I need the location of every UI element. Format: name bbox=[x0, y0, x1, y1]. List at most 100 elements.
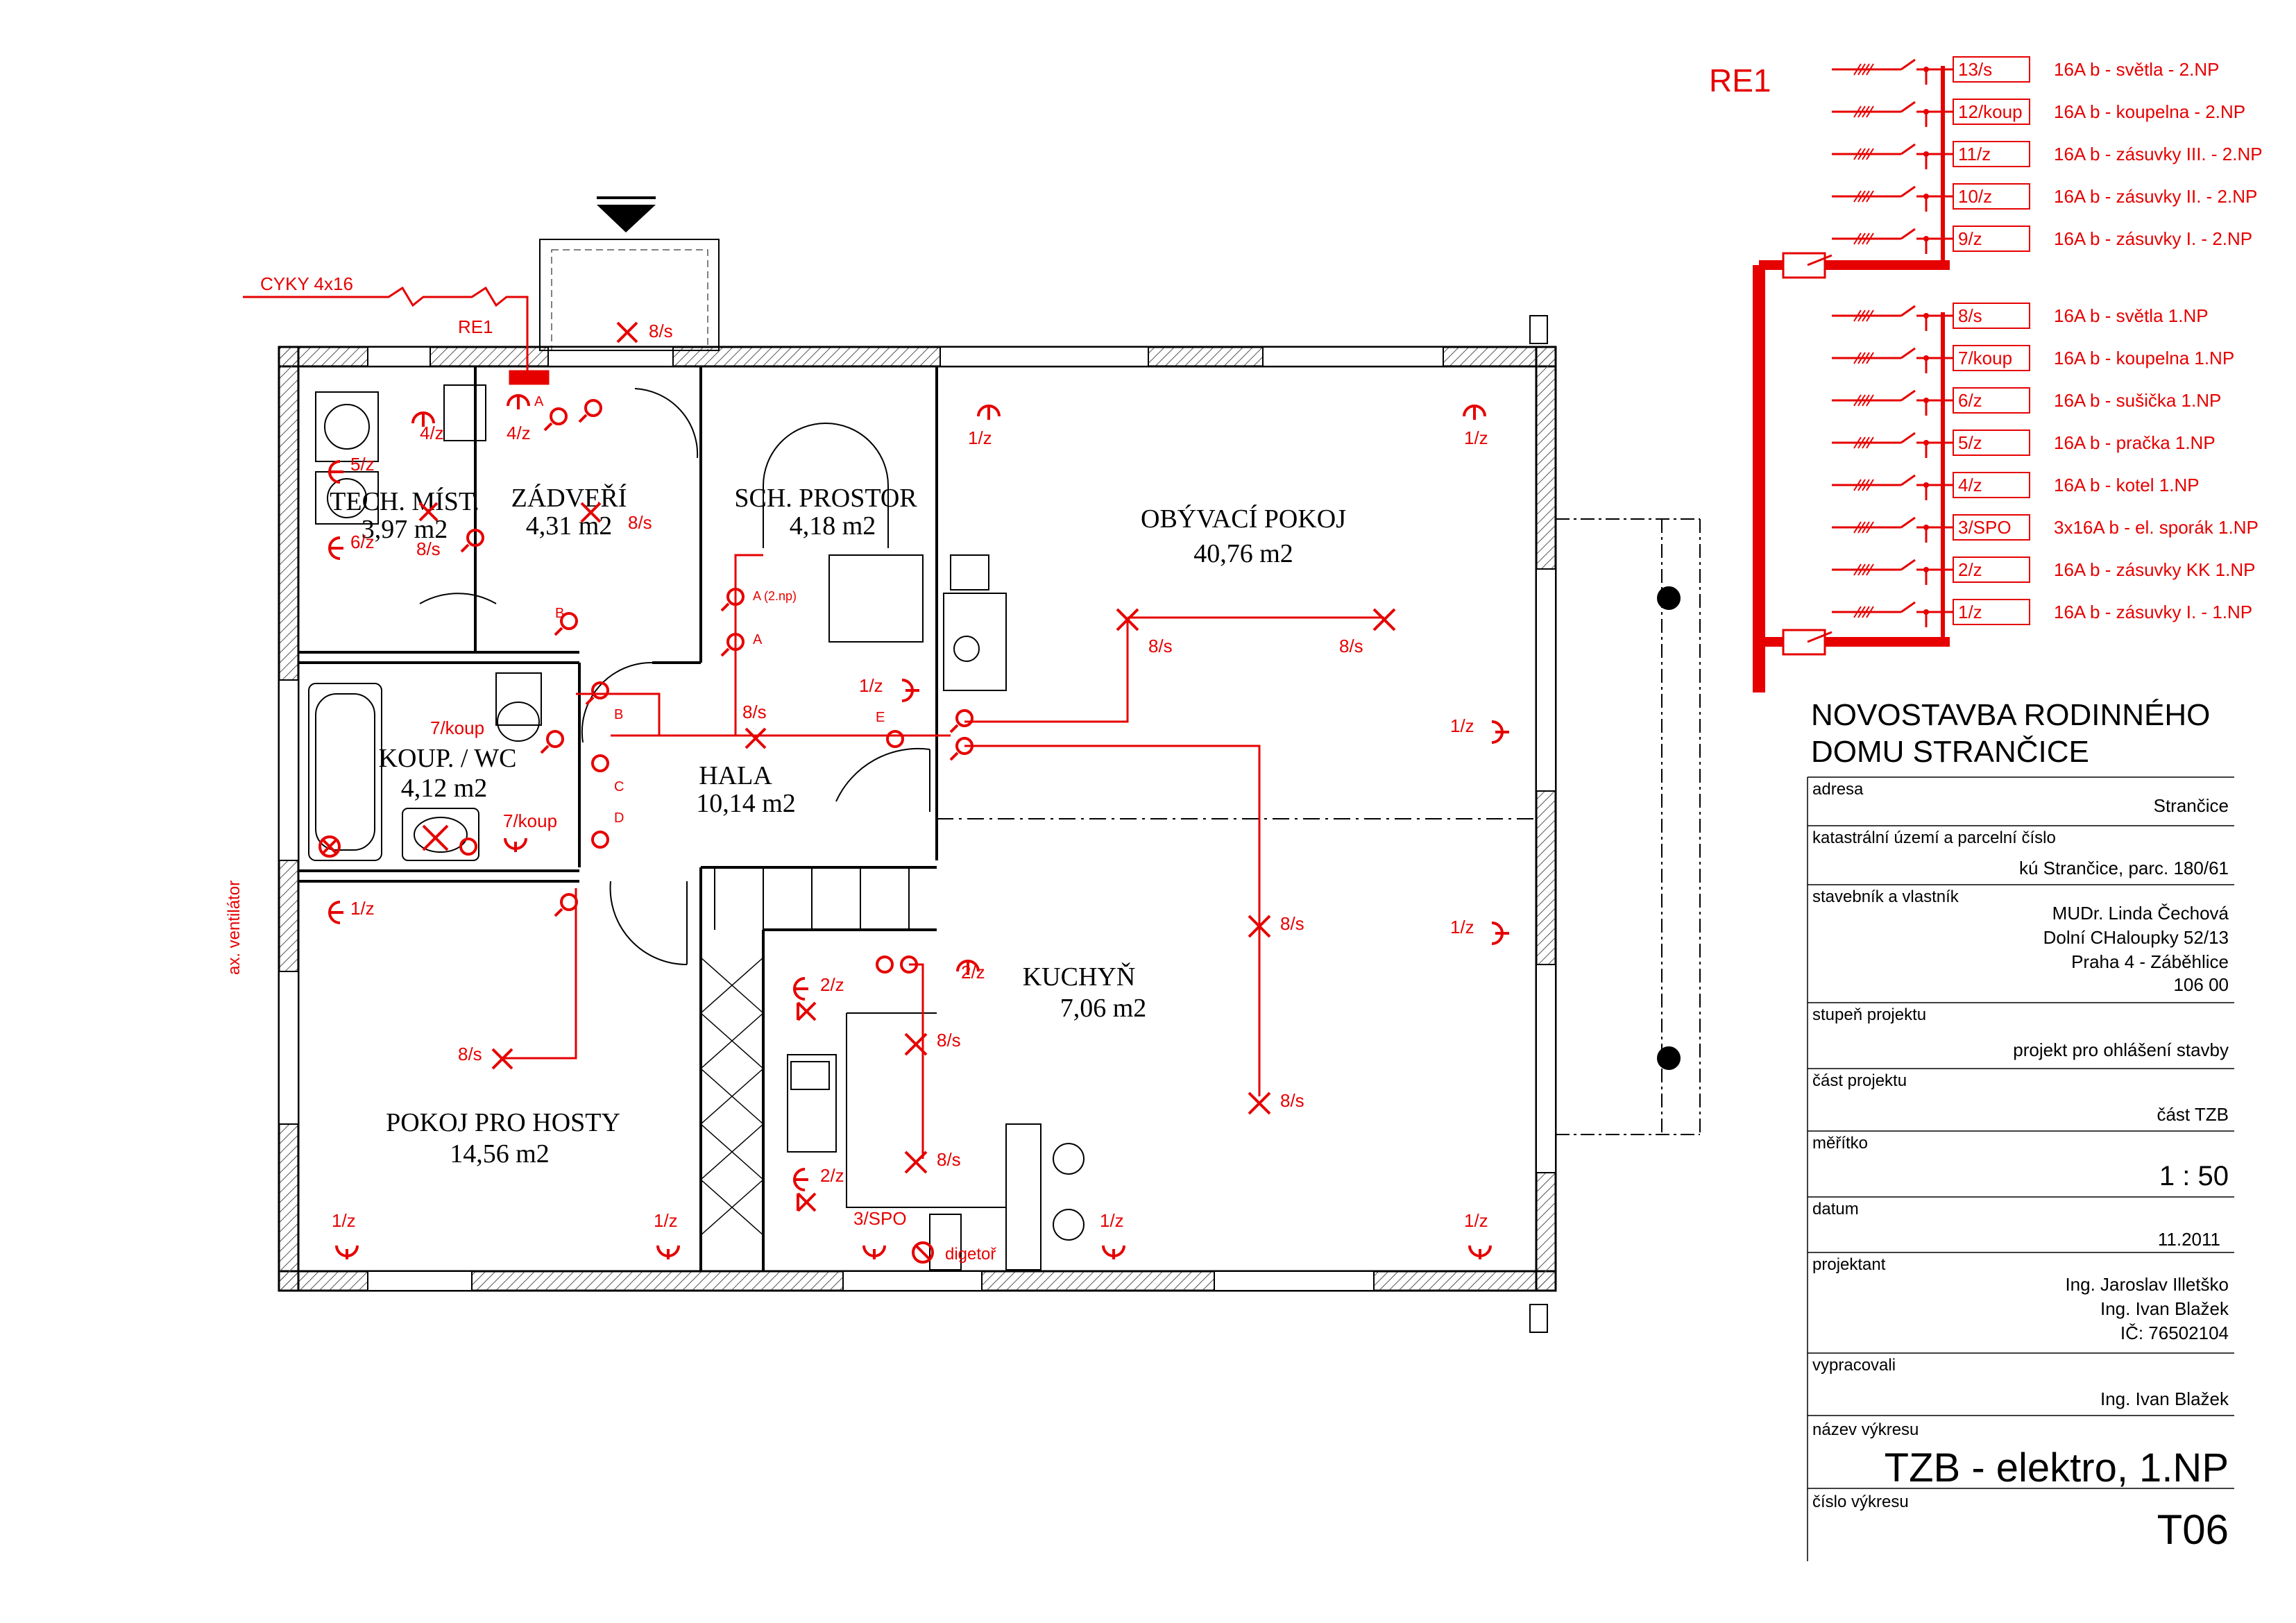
socket-icon bbox=[1491, 921, 1509, 945]
switch-icon bbox=[460, 529, 484, 553]
circuit-label: 8/s bbox=[416, 538, 441, 559]
circuit-description: 16A b - zásuvky I. - 1.NP bbox=[2054, 602, 2252, 622]
switch-c-label: C bbox=[614, 779, 624, 794]
circuit-label: 8/s bbox=[458, 1044, 482, 1064]
switch-a3-label: A bbox=[753, 632, 763, 647]
cadastre-label: katastrální území a parcelní číslo bbox=[1812, 829, 2056, 847]
circuit-label: 5/z bbox=[350, 454, 375, 475]
room-name-zadveri: ZÁDVEŘÍ bbox=[511, 484, 627, 513]
circuit-label: 6/z bbox=[350, 532, 375, 552]
switch-icon bbox=[554, 612, 578, 636]
socket-icon bbox=[328, 901, 343, 924]
circuit-label: 1/z bbox=[1464, 427, 1488, 448]
panel-circuit-row: 12/koup 16A b - koupelna - 2.NP bbox=[1832, 99, 2245, 127]
owner-line1: MUDr. Linda Čechová bbox=[2052, 903, 2229, 924]
room-name-obyvaci: OBÝVACÍ POKOJ bbox=[1141, 504, 1346, 534]
address-label: adresa bbox=[1812, 780, 1864, 799]
switch-a2-label: A (2.np) bbox=[753, 589, 797, 603]
socket-icon bbox=[793, 977, 808, 1001]
light-icon bbox=[1248, 915, 1271, 938]
electrical-labels: CYKY 4x16 RE1 ax. ventilátor digetoř A B… bbox=[225, 273, 1488, 1264]
kitchen-pass bbox=[700, 957, 764, 1236]
light-icon bbox=[422, 824, 449, 851]
designer-line1: Ing. Jaroslav Illetško bbox=[2065, 1274, 2229, 1295]
switch-icon bbox=[585, 681, 609, 706]
light-icon bbox=[1372, 608, 1396, 631]
drawing-number-label: číslo výkresu bbox=[1812, 1493, 1909, 1511]
socket-icon bbox=[1491, 720, 1509, 744]
circuit-description: 3x16A b - el. sporák 1.NP bbox=[2054, 517, 2259, 538]
terrace bbox=[1556, 518, 1701, 1135]
socket-icon bbox=[328, 460, 343, 484]
circuit-label: 1/z bbox=[1450, 715, 1474, 736]
light-icon bbox=[491, 1048, 513, 1070]
circuit-description: 16A b - koupelna - 2.NP bbox=[2054, 101, 2245, 122]
light-icon bbox=[616, 321, 638, 343]
part-label: část projektu bbox=[1812, 1071, 1907, 1090]
light-icon bbox=[1116, 608, 1139, 631]
socket-icon bbox=[328, 536, 343, 560]
room-area-tech: 3,97 m2 bbox=[362, 515, 448, 544]
owner-line2: Dolní CHaloupky 52/13 bbox=[2043, 927, 2229, 948]
circuit-label: 1/z bbox=[332, 1210, 356, 1231]
stage-value: projekt pro ohlášení stavby bbox=[2013, 1039, 2229, 1060]
switch-e-label: E bbox=[876, 710, 885, 725]
switch-icon bbox=[540, 730, 564, 754]
circuit-code: 6/z bbox=[1958, 390, 1982, 411]
socket-icon bbox=[862, 1245, 886, 1259]
fan-icon bbox=[318, 835, 341, 858]
room-area-koupelna: 4,12 m2 bbox=[401, 774, 488, 803]
light-icon bbox=[797, 1192, 817, 1212]
room-name-sch: SCH. PROSTOR bbox=[734, 484, 917, 513]
circuit-label: 1/z bbox=[859, 675, 883, 696]
circuit-description: 16A b - zásuvky III. - 2.NP bbox=[2054, 144, 2263, 164]
room-labels: TECH. MÍST. 3,97 m2 ZÁDVEŘÍ 4,31 m2 SCH.… bbox=[330, 484, 1346, 1169]
socket-icon bbox=[504, 838, 527, 852]
circuit-description: 16A b - zásuvky II. - 2.NP bbox=[2054, 186, 2257, 207]
hood-icon bbox=[912, 1241, 934, 1264]
room-name-pokoj: POKOJ PRO HOSTY bbox=[386, 1108, 620, 1137]
switch-icon bbox=[591, 754, 609, 772]
circuit-label: 4/z bbox=[507, 423, 531, 443]
entrance-canopy bbox=[539, 196, 720, 351]
circuit-code: 2/z bbox=[1958, 559, 1982, 580]
stage-label: stupeň projektu bbox=[1812, 1005, 1926, 1024]
circuit-code: 7/koup bbox=[1958, 348, 2012, 368]
circuit-description: 16A b - zásuvky KK 1.NP bbox=[2054, 559, 2255, 580]
electrical-layer bbox=[243, 286, 1384, 1159]
room-name-kuchyn: KUCHYŇ bbox=[1023, 962, 1136, 992]
ventilator-label: ax. ventilátor bbox=[225, 881, 244, 975]
drawing-name-value: TZB - elektro, 1.NP bbox=[1885, 1445, 2229, 1490]
circuit-label: 7/koup bbox=[503, 810, 557, 831]
re1-plan-label: RE1 bbox=[458, 316, 493, 337]
circuit-label: 2/z bbox=[820, 974, 844, 995]
circuit-label: 8/s bbox=[1148, 636, 1173, 656]
socket-icon bbox=[335, 1245, 359, 1259]
prepared-value: Ing. Ivan Blažek bbox=[2100, 1388, 2229, 1409]
project-title-line1: NOVOSTAVBA RODINNÉHO bbox=[1811, 698, 2210, 732]
terrace-column-icon bbox=[1657, 1046, 1681, 1070]
designer-line3: IČ: 76502104 bbox=[2120, 1323, 2229, 1343]
light-icon bbox=[904, 1150, 928, 1174]
circuit-code: 12/koup bbox=[1958, 101, 2023, 122]
circuit-label: 8/s bbox=[1280, 1090, 1304, 1111]
switch-icon bbox=[720, 633, 745, 657]
circuit-description: 16A b - světla 1.NP bbox=[2054, 305, 2209, 326]
socket-icon bbox=[656, 1245, 680, 1259]
socket-icon bbox=[977, 405, 1001, 420]
circuit-label: 8/s bbox=[649, 321, 673, 341]
fixtures bbox=[308, 384, 1085, 1271]
terrace-column-icon bbox=[1657, 586, 1681, 610]
light-icon bbox=[797, 1001, 817, 1021]
entrance-arrow-icon bbox=[597, 205, 656, 232]
owner-line4: 106 00 bbox=[2173, 974, 2229, 995]
switch-icon bbox=[459, 838, 477, 856]
room-area-sch: 4,18 m2 bbox=[790, 511, 876, 541]
